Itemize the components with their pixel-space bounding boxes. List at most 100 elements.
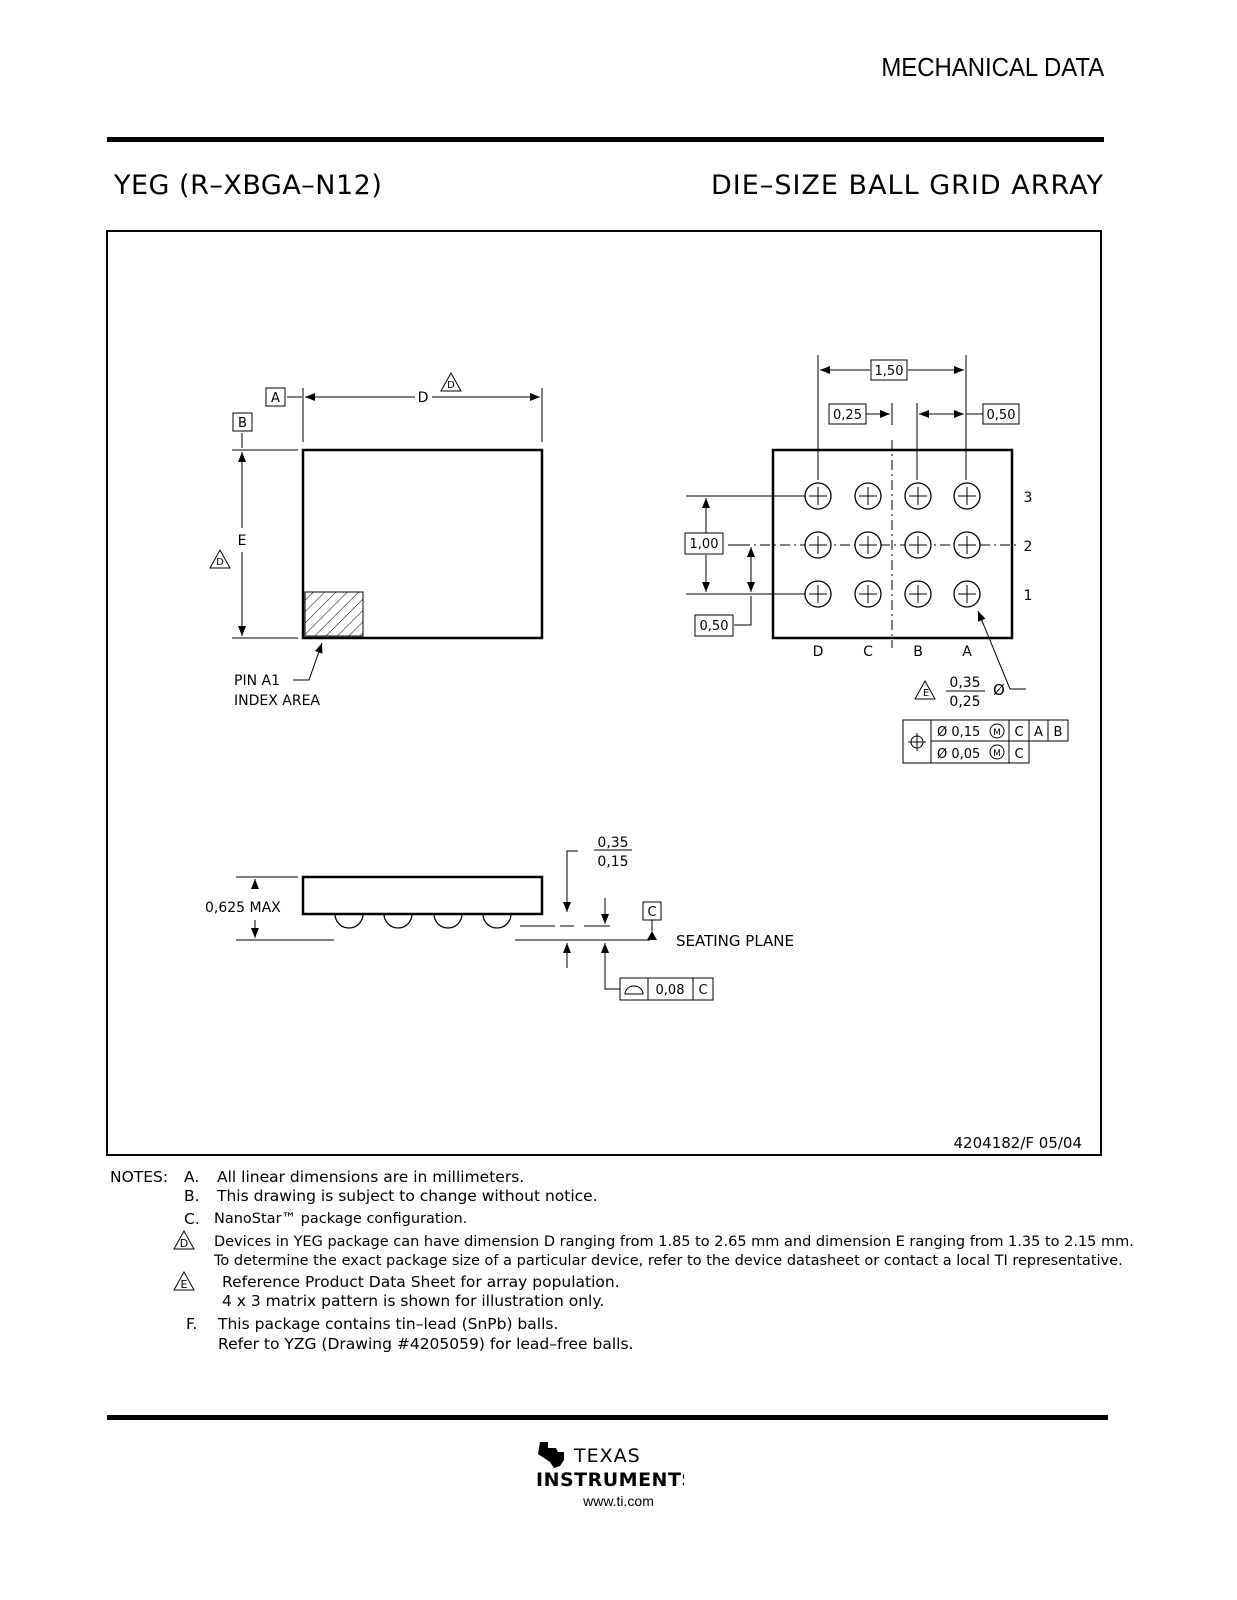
solder-ball-icon <box>953 531 981 559</box>
solder-ball-icon <box>804 531 832 559</box>
datum-b-box: B <box>232 412 253 432</box>
note-c: NanoStar™ package configuration. <box>214 1211 468 1227</box>
footer-rule <box>107 1415 1108 1420</box>
note-d-flag: D <box>173 1229 195 1250</box>
offset-y-box: 0,50 <box>694 614 734 637</box>
solder-ball-icon <box>953 482 981 510</box>
standoff-min: 0,15 <box>597 854 628 870</box>
svg-text:E: E <box>181 1278 188 1291</box>
solder-ball-icon <box>904 482 932 510</box>
solder-ball-icon <box>904 531 932 559</box>
package-code: YEG (R–XBGA–N12) <box>114 170 383 201</box>
height-max-label: 0,625 MAX <box>205 900 281 916</box>
solder-ball-icon <box>854 531 882 559</box>
ball-array <box>804 482 981 608</box>
tol-row1-d2: A <box>1034 725 1043 740</box>
package-body-side <box>301 875 544 916</box>
tol-row1-mod: M <box>993 728 1001 738</box>
note-c-letter: C. <box>184 1210 200 1228</box>
website-url[interactable]: www.ti.com <box>583 1493 654 1509</box>
tol-row1-d3: B <box>1054 725 1063 740</box>
note-b-letter: B. <box>184 1187 200 1205</box>
ball-diameter-max: 0,35 <box>949 675 980 691</box>
coplanarity-frame <box>619 977 714 1001</box>
note-e-line2: 4 x 3 matrix pattern is shown for illust… <box>222 1292 605 1310</box>
tol-row1-value: Ø 0,15 <box>937 725 980 740</box>
note-b: This drawing is subject to change withou… <box>217 1187 598 1205</box>
col-label-c: C <box>863 644 873 660</box>
svg-text:0,25: 0,25 <box>833 408 862 423</box>
col-label-a: A <box>962 644 972 660</box>
profile-surface-icon <box>624 985 644 995</box>
header-rule <box>107 137 1104 142</box>
svg-text:Instruments: Instruments <box>536 1469 684 1491</box>
note-e-flag-ball: E <box>914 679 936 700</box>
seating-plane-label: SEATING PLANE <box>676 932 794 950</box>
svg-text:0,50: 0,50 <box>700 619 729 634</box>
drawing-frame <box>106 230 1102 1156</box>
position-tolerance-frame <box>902 719 1069 764</box>
solder-ball-icon <box>904 580 932 608</box>
note-d-flag-top: D <box>440 371 462 392</box>
note-f-letter: F. <box>186 1315 198 1333</box>
datum-c-box: C <box>642 901 662 921</box>
dim-d-label: D <box>418 390 429 406</box>
pin-a1-index-area <box>304 591 364 637</box>
mmc-icon-1 <box>989 723 1005 739</box>
mmc-icon-2 <box>989 744 1005 760</box>
note-e-line1: Reference Product Data Sheet for array p… <box>222 1273 620 1291</box>
svg-text:D: D <box>447 380 455 391</box>
mechanical-drawing: A B D D E D PIN A1 INDEX AREA <box>205 355 1082 1152</box>
coplanarity-value: 0,08 <box>656 983 685 998</box>
pitch-y-box: 1,00 <box>684 532 724 555</box>
package-type: DIE–SIZE BALL GRID ARRAY <box>711 170 1104 201</box>
solder-ball-icon <box>953 580 981 608</box>
solder-ball-icon <box>804 580 832 608</box>
texas-state-icon <box>538 1442 564 1468</box>
top-view <box>232 388 544 681</box>
note-d-flag-side: D <box>209 548 231 569</box>
half-pitch-box: 0,50 <box>982 403 1020 425</box>
index-area-label: INDEX AREA <box>234 693 320 709</box>
solder-ball-icon <box>854 580 882 608</box>
tol-row2-mod: M <box>993 749 1001 759</box>
note-f-line2: Refer to YZG (Drawing #4205059) for lead… <box>218 1335 634 1353</box>
col-label-b: B <box>913 644 923 660</box>
svg-text:1,00: 1,00 <box>690 537 719 552</box>
dim-e-label: E <box>238 533 247 549</box>
section-header: MECHANICAL DATA <box>881 52 1104 82</box>
svg-text:Texas: Texas <box>573 1445 641 1467</box>
standoff-max: 0,35 <box>597 835 628 851</box>
note-e-flag: E <box>173 1270 195 1291</box>
ball-diameter-min: 0,25 <box>949 694 980 710</box>
note-f-line1: This package contains tin–lead (SnPb) ba… <box>218 1315 559 1333</box>
note-a-letter: A. <box>184 1168 200 1186</box>
side-view <box>236 850 657 990</box>
offset-x-box: 0,25 <box>828 403 867 425</box>
ti-logo: Texas Instruments <box>536 1442 684 1491</box>
svg-text:D: D <box>216 557 224 568</box>
svg-text:1,50: 1,50 <box>875 364 904 379</box>
row-label-3: 3 <box>1024 490 1033 506</box>
coplanarity-datum: C <box>698 983 707 998</box>
svg-text:E: E <box>923 688 929 699</box>
pin-a1-label: PIN A1 <box>234 673 280 689</box>
pitch-x-box: 1,50 <box>870 359 908 381</box>
svg-text:0,50: 0,50 <box>987 408 1016 423</box>
svg-text:A: A <box>271 391 280 406</box>
svg-text:B: B <box>238 416 247 431</box>
drawing-id: 4204182/F 05/04 <box>954 1134 1082 1152</box>
note-d-line2: To determine the exact package size of a… <box>214 1253 1123 1269</box>
package-body-top <box>301 448 544 640</box>
svg-text:C: C <box>647 905 656 920</box>
row-label-2: 2 <box>1024 539 1033 555</box>
tol-row2-d1: C <box>1014 747 1023 762</box>
datum-a-box: A <box>265 387 286 407</box>
col-label-d: D <box>813 644 824 660</box>
notes-heading: NOTES: <box>110 1168 169 1186</box>
solder-ball-icon <box>804 482 832 510</box>
diameter-symbol: Ø <box>993 681 1005 699</box>
bottom-view <box>686 355 1026 690</box>
tol-row2-value: Ø 0,05 <box>937 747 980 762</box>
tol-row1-d1: C <box>1014 725 1023 740</box>
